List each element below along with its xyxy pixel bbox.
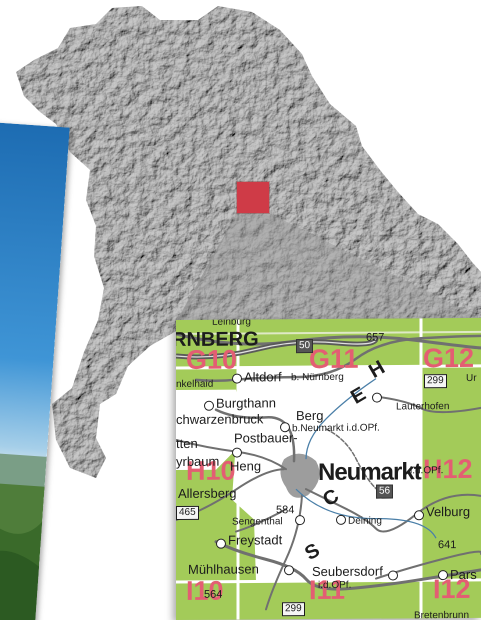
town-marker: [284, 565, 294, 576]
zoom-beam: [176, 213, 481, 330]
place-heng: Heng: [230, 458, 262, 474]
map-sheet: G10 G11 G12 H10 H12 I10 I11 I12 Leinburg…: [176, 317, 481, 620]
grid-label-g12: G12: [423, 342, 475, 374]
town-marker: [295, 515, 305, 526]
place-pyrbaum: yrbaum: [176, 453, 220, 469]
road-shield: 299: [424, 374, 447, 389]
place-altdorf-suffix: b. Nürnberg: [291, 371, 344, 384]
place-postbauer: Postbauer-: [234, 430, 298, 446]
place-feucht: tten: [176, 435, 198, 451]
town-marker: [216, 538, 226, 549]
place-neumarkt-suffix: i.d.OPf.: [410, 465, 444, 477]
place-sengenthal: Sengenthal: [232, 516, 283, 528]
place-altdorf: Altdorf: [244, 369, 282, 385]
place-burgthann: Burgthann: [216, 395, 276, 411]
neumarkt-town: [280, 453, 320, 498]
place-freystadt: Freystadt: [228, 532, 283, 548]
place-muhlhausen: Mühlhausen: [188, 561, 259, 577]
town-marker: [232, 373, 242, 384]
place-leinburg: Leinburg: [212, 317, 251, 328]
elevation-label: 564: [204, 588, 223, 601]
elevation-label: 657: [366, 331, 385, 344]
town-marker: [372, 392, 382, 403]
place-berg-suffix: b.Neumarkt i.d.OPf.: [292, 422, 380, 435]
place-berg: Berg: [296, 407, 324, 424]
locator-square: [237, 182, 269, 213]
place-winkelhaid: nkelhaid: [176, 378, 214, 390]
place-neumarkt: Neumarkt: [318, 458, 421, 487]
place-seubersdorf-suffix: i.d.OPf.: [318, 579, 352, 592]
place-deining: Deining: [348, 515, 382, 527]
town-marker: [438, 570, 448, 581]
road-shield: 465: [176, 505, 199, 520]
town-marker: [414, 510, 424, 521]
town-marker: [336, 514, 346, 525]
road-shield: 50: [296, 339, 314, 354]
elevation-label: 584: [276, 504, 295, 517]
place-schwarzenbruck: chwarzenbruck: [176, 411, 264, 427]
place-seubersdorf: Seubersdorf: [312, 563, 383, 580]
cover-photo: [0, 120, 70, 620]
place-lauterhofen: Lauterhofen: [396, 401, 450, 413]
place-parsberg: Pars: [450, 566, 477, 583]
map-sheet-graphics: [176, 318, 481, 620]
town-marker: [232, 447, 242, 458]
road-shield: 299: [282, 602, 305, 617]
elevation-label: 641: [438, 539, 457, 552]
place-allersberg: Allersberg: [178, 485, 237, 501]
town-marker: [204, 400, 214, 411]
place-nurnberg: RNBERG: [176, 328, 259, 352]
place-unterrieden: Ur: [466, 372, 477, 384]
town-marker: [388, 570, 398, 581]
grid-label-g11: G11: [309, 343, 359, 375]
place-velburg: Velburg: [426, 503, 471, 520]
road-shield: 56: [376, 484, 394, 499]
zoom-beam-edge: [176, 213, 237, 330]
